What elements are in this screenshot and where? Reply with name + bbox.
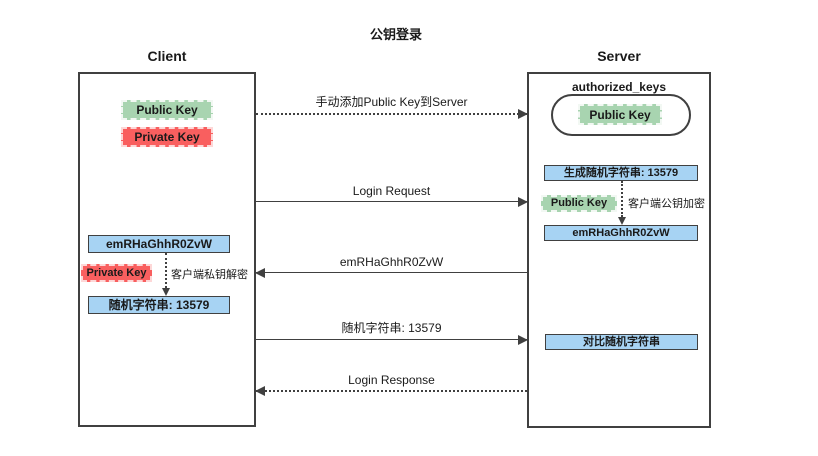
server-compare-chip: 对比随机字符串 <box>545 334 698 350</box>
authorized-keys-label: authorized_keys <box>571 80 667 94</box>
message-login-request-line <box>256 201 527 202</box>
message-encrypted-string-line <box>256 272 527 273</box>
arrowhead-left-icon <box>255 267 265 278</box>
server-encrypt-note: 客户端公钥加密 <box>628 198 705 210</box>
server-generate-random-chip: 生成随机字符串: 13579 <box>544 165 698 181</box>
arrowhead-down-icon <box>162 288 170 296</box>
client-random-string-chip: 随机字符串: 13579 <box>88 296 230 314</box>
arrowhead-down-icon <box>618 217 626 225</box>
client-private-key-chip: Private Key <box>121 127 213 147</box>
message-encrypted-string-label: emRHaGhhR0ZvW <box>339 255 444 269</box>
message-random-string-label: 随机字符串: 13579 <box>341 321 442 335</box>
client-decrypt-note: 客户端私钥解密 <box>171 269 248 281</box>
client-decrypt-key-chip: Private Key <box>81 264 152 282</box>
client-encrypted-string-chip: emRHaGhhR0ZvW <box>88 235 230 253</box>
message-login-request-label: Login Request <box>352 184 431 198</box>
server-lane-title: Server <box>597 48 641 64</box>
message-add-public-key-line <box>256 113 527 115</box>
message-login-response-line <box>256 390 527 392</box>
server-stored-public-key-chip: Public Key <box>578 104 662 125</box>
client-public-key-chip: Public Key <box>121 100 213 120</box>
client-decrypt-arrow <box>162 253 170 296</box>
server-encrypted-string-chip: emRHaGhhR0ZvW <box>544 225 698 241</box>
server-encrypt-arrow <box>618 181 626 225</box>
message-login-response-label: Login Response <box>348 373 435 387</box>
client-lane-title: Client <box>147 48 187 64</box>
arrowhead-left-icon <box>255 385 265 396</box>
arrowhead-right-icon <box>518 334 528 345</box>
message-random-string-line <box>256 339 527 340</box>
arrowhead-right-icon <box>518 108 528 119</box>
diagram-title: 公钥登录 <box>369 27 423 42</box>
server-encrypt-key-chip: Public Key <box>541 195 617 212</box>
arrowhead-right-icon <box>518 196 528 207</box>
message-add-public-key-label: 手动添加Public Key到Server <box>315 95 468 109</box>
